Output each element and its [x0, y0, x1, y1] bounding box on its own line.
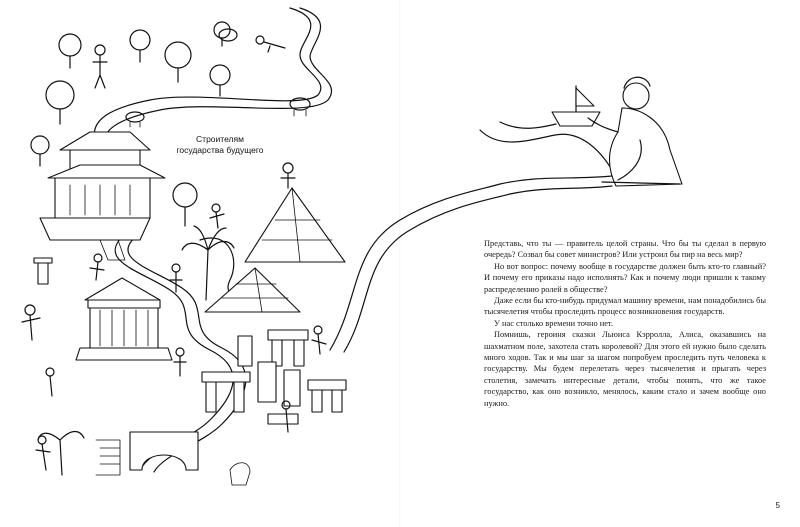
caption-line-2: государства будущего: [176, 145, 264, 155]
paragraph: Даже если бы кто-нибудь придумал машину …: [484, 296, 766, 317]
page-number: 5: [775, 501, 780, 510]
paragraph: Представь, что ты — правитель целой стра…: [484, 239, 766, 260]
giant-figure-with-boat: [479, 76, 683, 187]
people-figures: [21, 35, 327, 471]
book-gutter: [399, 0, 401, 527]
caption-line-1: Строителям: [196, 134, 244, 144]
greek-temple: [75, 277, 173, 361]
illustration-caption: Строителям государства будущего: [170, 134, 270, 156]
paragraph: Но вот вопрос: почему вообще в государст…: [484, 261, 766, 294]
pagoda-palace: [39, 131, 166, 261]
pyramids: [204, 162, 346, 313]
paragraph: У нас столько времени точно нет.: [494, 318, 614, 328]
stonehenge: [201, 329, 347, 425]
sheep: [125, 28, 311, 128]
column-and-gate: [33, 257, 251, 486]
orchard-trees: [30, 21, 231, 227]
paragraph: Помнишь, героиня сказки Льюиса Кэрролла,…: [484, 330, 766, 408]
palm-trees: [37, 225, 235, 476]
body-text: Представь, что ты — правитель целой стра…: [484, 238, 766, 409]
